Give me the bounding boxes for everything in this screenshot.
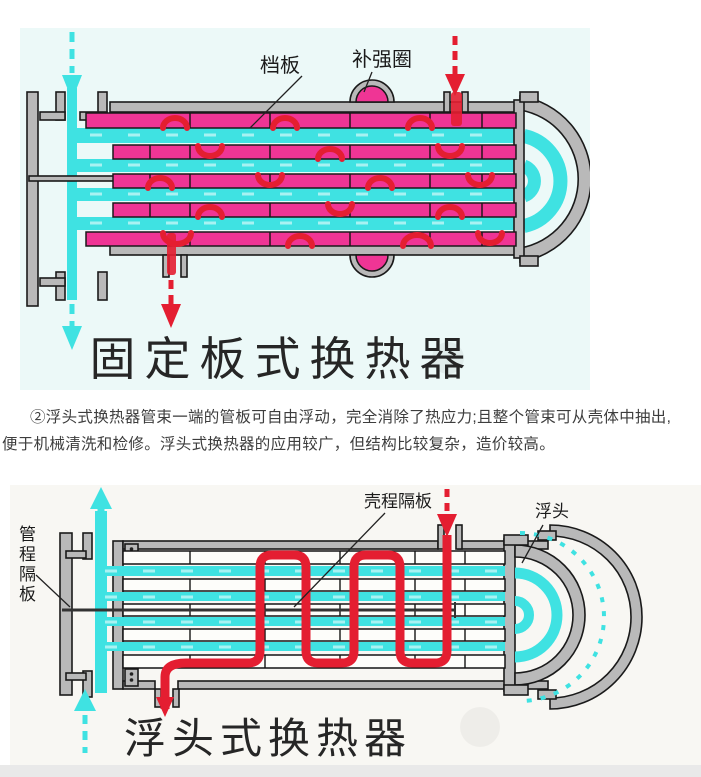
paragraph-line: 便于机械清洗和检修。浮头式换热器的应用较广，但结构比较复杂，造价较高。 xyxy=(2,436,556,453)
red-outlet-arrow xyxy=(156,685,174,717)
shell-structure xyxy=(59,524,643,710)
label-baffle: 档板 xyxy=(260,53,300,77)
cyan-flow-channels xyxy=(95,511,606,703)
shell-side-flow-arcs xyxy=(145,92,505,275)
outer-dome xyxy=(549,524,643,710)
fixed-tubesheet-drawing: 档板 补强圈 固定板式换热器 xyxy=(26,32,590,386)
label-reinforcement-ring: 补强圈 xyxy=(352,47,412,71)
body-paragraph: ②浮头式换热器管束一端的管板可自由浮动，完全消除了热应力;且整个管束可从壳体中抽… xyxy=(2,404,699,458)
cyan-outlet-arrow xyxy=(62,304,82,350)
shell-structure xyxy=(26,79,590,307)
label-floating-head: 浮头 xyxy=(535,502,569,522)
paragraph-line: ②浮头式换热器管束一端的管板可自由浮动，完全消除了热应力;且整个管束可从壳体中抽… xyxy=(30,409,672,426)
cyan-inlet-arrow xyxy=(62,32,82,100)
cyan-flow-channels xyxy=(67,88,568,300)
label-shell-pass-partition: 壳程隔板 xyxy=(364,492,432,512)
shell-side-serpentine xyxy=(160,535,452,709)
footer-strip xyxy=(0,765,701,777)
cyan-outlet-arrow-top xyxy=(90,487,112,533)
fixed-tubesheet-diagram: 档板 补强圈 固定板式换热器 xyxy=(20,28,590,390)
red-inlet-arrow xyxy=(437,489,457,537)
floating-head xyxy=(503,534,586,696)
label-tube-pass-partition: 管程隔板 xyxy=(15,525,35,605)
callouts: 档板 补强圈 xyxy=(249,47,412,129)
red-inlet-arrow xyxy=(445,36,465,96)
floating-head-drawing: 壳程隔板 浮头 浮头式换热器 xyxy=(35,487,643,763)
watermark-smudge xyxy=(460,707,500,747)
diagram1-title: 固定板式换热器 xyxy=(90,332,475,386)
cyan-inlet-arrow-bottom xyxy=(74,689,96,753)
floating-head-diagram: 壳程隔板 浮头 浮头式换热器 管程隔板 xyxy=(10,485,701,765)
watermark-smudge xyxy=(432,342,464,374)
diagram2-title: 浮头式换热器 xyxy=(124,714,412,763)
callouts: 壳程隔板 浮头 xyxy=(35,492,569,608)
red-outlet-arrow xyxy=(161,280,181,328)
